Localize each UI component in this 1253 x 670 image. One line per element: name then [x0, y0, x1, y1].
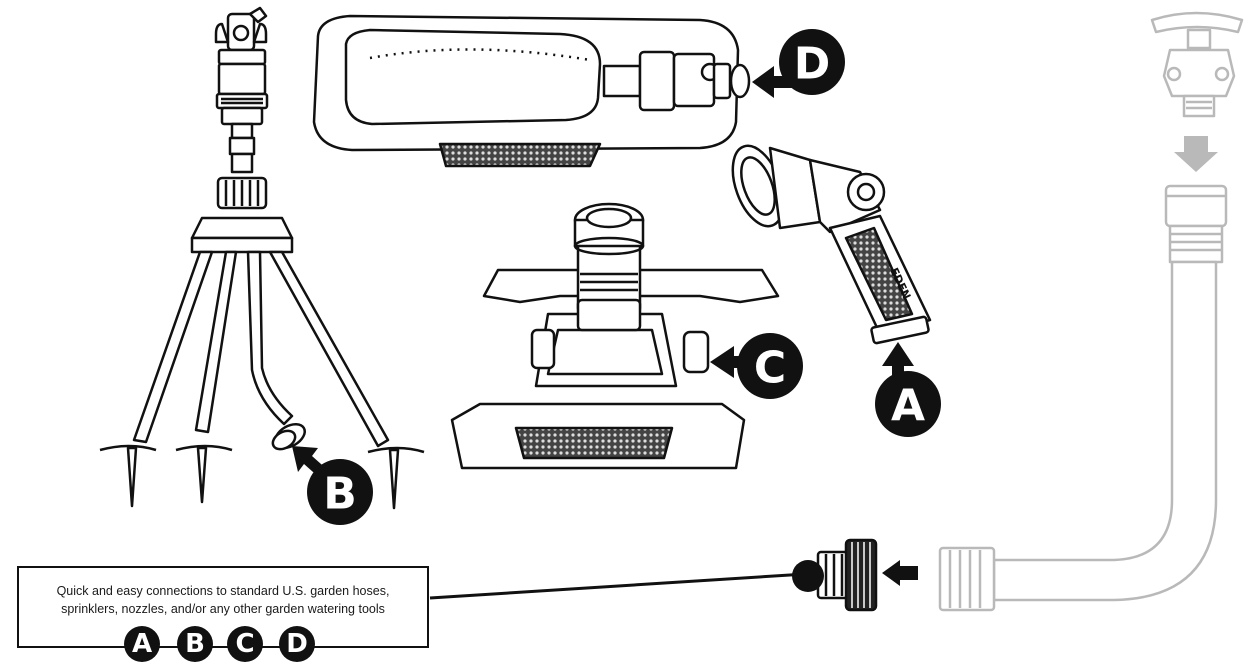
tripod-sprinkler-icon — [99, 6, 425, 510]
callout-a-letter: A — [891, 381, 925, 432]
leader-line — [429, 572, 807, 600]
info-text: Quick and easy connections to standard U… — [19, 582, 427, 618]
info-line-2: sprinklers, nozzles, and/or any other ga… — [61, 602, 385, 616]
badge-c: C — [227, 626, 263, 662]
callout-a: A — [875, 342, 941, 437]
oscillating-sprinkler-icon — [312, 14, 751, 168]
badge-d: D — [279, 626, 315, 662]
badge-b: B — [177, 626, 213, 662]
callout-b: B — [292, 446, 373, 525]
quick-connector-icon — [816, 538, 878, 612]
hose-icon — [938, 184, 1228, 612]
left-arrow-icon — [882, 560, 918, 586]
spigot-icon — [1150, 11, 1244, 118]
down-arrow-icon — [1174, 136, 1218, 172]
callout-d-letter: D — [794, 39, 831, 90]
callout-d: D — [752, 29, 845, 98]
info-line-1: Quick and easy connections to standard U… — [56, 584, 390, 598]
rotary-sprinkler-icon — [450, 202, 780, 470]
connector-dot — [792, 560, 824, 592]
info-box: Quick and easy connections to standard U… — [17, 566, 429, 648]
callout-c: C — [710, 333, 803, 399]
callout-c-letter: C — [754, 343, 786, 394]
callout-b-letter: B — [323, 469, 357, 520]
spray-nozzle-icon: EDEN — [731, 144, 932, 345]
badge-a: A — [124, 626, 160, 662]
